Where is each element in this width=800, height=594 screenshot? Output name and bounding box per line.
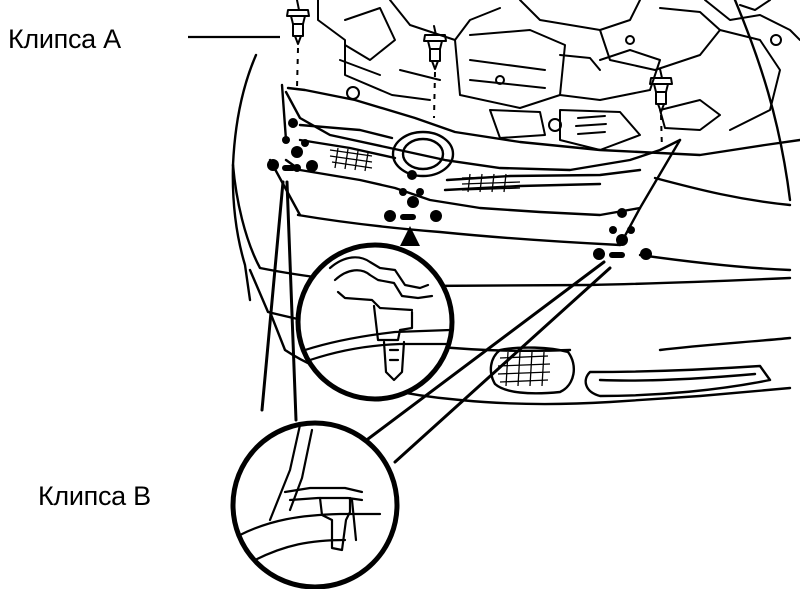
clip-a-fastener-3 (649, 68, 673, 113)
detail-view-lower-connectors (260, 180, 612, 464)
grille-mesh (329, 147, 551, 387)
clip-b-label: Клипса B (38, 481, 151, 511)
clip-b-marker-3 (593, 208, 652, 260)
detail-view-lower (230, 420, 400, 590)
radiator-grille (268, 90, 682, 247)
clip-a-guide-lines (296, 47, 663, 151)
clip-b-marker-1 (267, 118, 318, 172)
detail-view-upper (295, 226, 455, 402)
clip-a-fastener-2 (423, 25, 447, 70)
clip-a-fastener-1 (286, 0, 310, 45)
body-outline (231, 0, 800, 352)
clip-b-marker-2 (384, 170, 442, 222)
engine-bay (317, 0, 800, 151)
clip-a-label: Клипса A (8, 24, 121, 54)
